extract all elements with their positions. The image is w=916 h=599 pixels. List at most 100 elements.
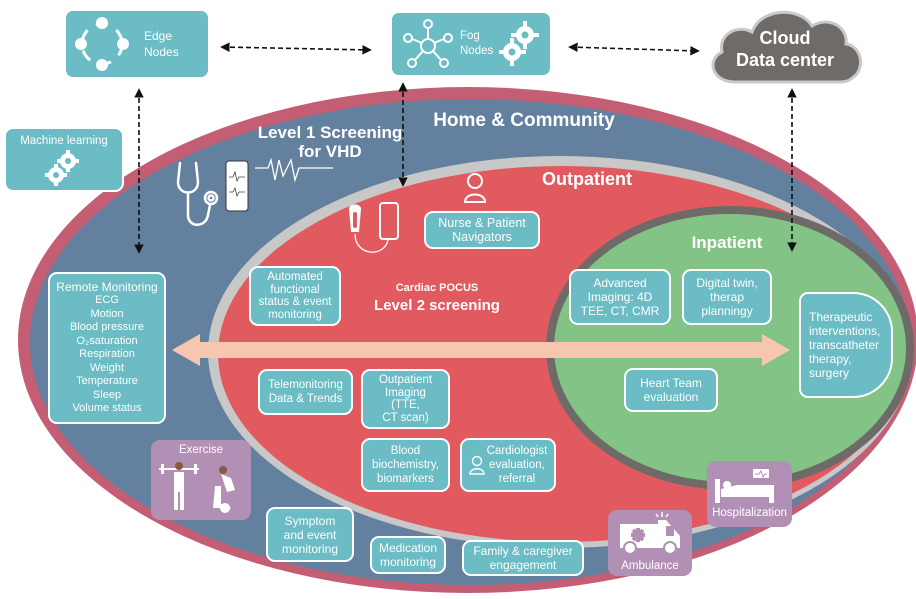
cloud-label-line1: Cloud [760, 28, 811, 48]
fog-nodes-line1: Fog [460, 30, 480, 42]
mobile-phone-icon [379, 202, 399, 240]
blood-line1: Blood [390, 445, 421, 457]
outpatient-label: Outpatient [542, 169, 632, 189]
therapeutic-line4: therapy, [809, 352, 852, 366]
ring-network-icon [75, 17, 129, 71]
gears-icon [45, 150, 79, 186]
cardiologist-line1: Cardiologist [486, 445, 548, 457]
ambulance-icon [620, 512, 680, 555]
digital-twin-line1: Digital twin, [696, 276, 758, 290]
blood-line2: biochemistry, [372, 459, 439, 471]
therapeutic-line5: surgery [809, 366, 850, 380]
blood-line3: biomarkers [377, 473, 434, 485]
home-community-label: Home & Community [433, 110, 615, 131]
imaging-line2: Imaging [385, 386, 426, 399]
level2-line1: Cardiac POCUS [396, 282, 479, 294]
stethoscope-icon [176, 161, 219, 226]
edge-nodes-box[interactable]: Edge Nodes [66, 11, 208, 77]
advanced-line1: Advanced [593, 276, 647, 290]
remote-item-volume-status: Volume status [72, 402, 142, 414]
level1-line2: for VHD [298, 142, 361, 161]
therapeutic-line3: transcatheter [809, 338, 880, 352]
telemonitoring-line2: Data & Trends [268, 393, 343, 405]
remote-item-motion: Motion [90, 307, 124, 320]
medication-monitoring-box[interactable]: Medication monitoring [370, 536, 446, 574]
doctor-icon [468, 455, 485, 475]
exercise-tile[interactable]: Exercise [151, 440, 251, 520]
nurse-line2: Navigators [452, 230, 512, 244]
cardiologist-line2: evaluation, [489, 459, 545, 471]
symptom-monitoring-box[interactable]: Symptom and event monitoring [266, 507, 354, 562]
ultrasound-probe-icon [349, 204, 389, 253]
family-line2: engagement [489, 558, 557, 572]
automated-monitoring-box[interactable]: Automated functional status & event moni… [249, 266, 341, 326]
heart-team-line2: evaluation [643, 390, 699, 404]
level2-line2: Level 2 screening [374, 297, 500, 314]
cardiologist-line3: referral [498, 473, 536, 485]
heart-team-box[interactable]: Heart Team evaluation [624, 368, 718, 412]
edge-nodes-line2: Nodes [144, 45, 179, 59]
nurse-navigators-box[interactable]: Nurse & Patient Navigators [424, 211, 540, 249]
outpatient-imaging-box[interactable]: Outpatient Imaging (TTE, CT scan) [361, 369, 450, 429]
imaging-line1: Outpatient [378, 374, 433, 386]
automated-line1: Automated [267, 271, 323, 283]
symptom-line2: and event [283, 527, 337, 542]
remote-item-ecg: ECG [95, 294, 119, 306]
nurse-line1: Nurse & Patient [438, 216, 526, 230]
remote-monitoring-title: Remote Monitoring [56, 279, 158, 294]
remote-item-weight: Weight [89, 361, 125, 374]
cloud-icon [711, 11, 862, 84]
ecg-waveform-icon [255, 157, 333, 183]
symptom-line3: monitoring [281, 541, 339, 556]
family-caregiver-box[interactable]: Family & caregiver engagement [462, 540, 584, 576]
digital-twin-line3: planningy [701, 304, 753, 318]
medication-line1: Medication [378, 541, 438, 555]
automated-line3: status & event [258, 296, 332, 308]
advanced-imaging-box[interactable]: Advanced Imaging: 4D TEE, CT, CMR [569, 269, 671, 325]
remote-item-respiration: Respiration [79, 348, 135, 360]
fog-nodes-line2: Nodes [460, 45, 494, 57]
symptom-line1: Symptom [284, 513, 336, 528]
ambulance-label: Ambulance [621, 560, 679, 572]
fog-cloud-connector [568, 42, 700, 56]
care-continuum-arrow [172, 334, 790, 366]
smartphone-ecg-icon [225, 160, 249, 212]
level1-line1: Level 1 Screening [258, 123, 403, 142]
therapeutic-line2: interventions, [809, 324, 881, 338]
medication-line2: monitoring [379, 555, 437, 569]
hub-network-icon [403, 19, 453, 68]
remote-monitoring-box[interactable]: Remote Monitoring ECG Motion Blood press… [48, 272, 166, 424]
inpatient-label: Inpatient [692, 233, 763, 252]
imaging-line4: CT scan) [382, 411, 429, 424]
automated-line4: monitoring [268, 308, 322, 321]
telemonitoring-box[interactable]: Telemonitoring Data & Trends [258, 369, 353, 415]
fog-nodes-box[interactable]: Fog Nodes [392, 13, 550, 75]
digital-twin-box[interactable]: Digital twin, therap planningy [682, 269, 772, 325]
cardiologist-box[interactable]: Cardiologist evaluation, referral [460, 438, 556, 492]
exercise-figures-icon [159, 462, 235, 513]
remote-item-blood-pressure: Blood pressure [70, 321, 144, 333]
heart-team-line1: Heart Team [640, 376, 702, 390]
hospital-bed-icon [715, 469, 774, 503]
blood-biochemistry-box[interactable]: Blood biochemistry, biomarkers [361, 438, 450, 492]
family-line1: Family & caregiver [473, 544, 573, 558]
edge-nodes-line1: Edge [144, 29, 173, 43]
cloud-label-line2: Data center [736, 50, 834, 70]
advanced-line2: Imaging: 4D [587, 290, 653, 304]
machine-learning-box[interactable]: Machine learning [4, 127, 124, 192]
remote-item-o2-saturation: O₂saturation [76, 334, 138, 347]
telemonitoring-line1: Telemonitoring [268, 379, 343, 391]
remote-item-temperature: Temperature [76, 375, 138, 387]
advanced-line3: TEE, CT, CMR [580, 304, 660, 318]
imaging-line3: (TTE, [391, 399, 420, 411]
digital-twin-line2: therap [709, 290, 745, 304]
automated-line2: functional [270, 283, 320, 296]
hospitalization-tile[interactable]: Hospitalization [707, 461, 792, 527]
edge-fog-connector [220, 42, 372, 55]
ambulance-tile[interactable]: Ambulance [608, 510, 692, 576]
exercise-label: Exercise [178, 444, 224, 456]
hospitalization-label: Hospitalization [712, 507, 787, 519]
machine-learning-label: Machine learning [20, 135, 108, 147]
therapeutic-interventions-box[interactable]: Therapeutic interventions, transcatheter… [799, 292, 893, 398]
gears-icon [499, 21, 540, 66]
